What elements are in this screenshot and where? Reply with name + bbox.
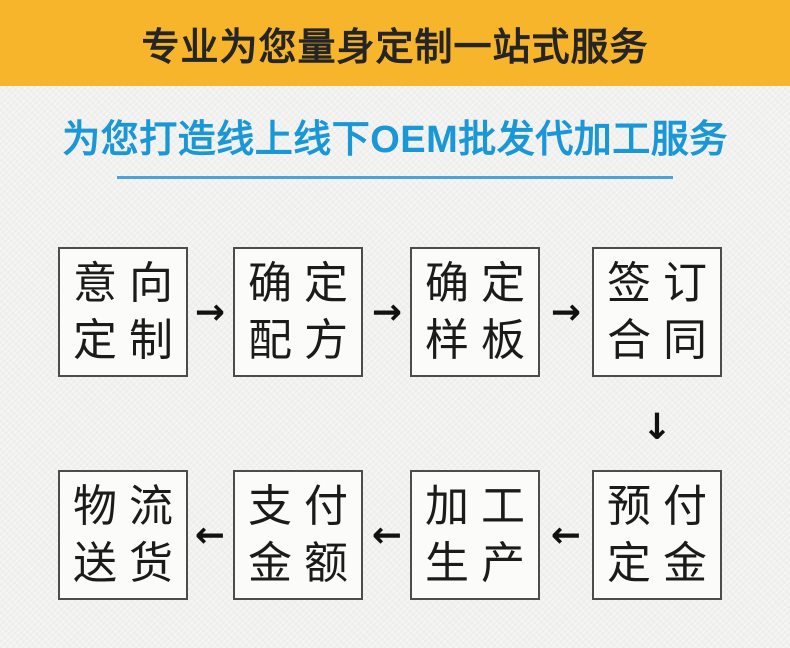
flow-step-label: 确定: [425, 259, 537, 308]
arrow-right-icon: →: [550, 292, 582, 333]
flow-step-sign-contract: 签订 合同: [592, 247, 722, 377]
flow-step-logistics-delivery: 物流 送货: [58, 470, 188, 600]
flow-step-confirm-formula: 确定 配方: [233, 247, 363, 377]
arrow-right-icon: →: [371, 292, 403, 333]
banner-title: 专业为您量身定制一站式服务: [141, 26, 649, 69]
flow-step-label: 确定: [248, 259, 360, 308]
flow-step-label: 送货: [73, 539, 185, 588]
arrow-left-icon: ←: [550, 515, 582, 556]
flow-step-intent-customization: 意向 定制: [58, 247, 188, 377]
flow-step-label: 物流: [73, 482, 185, 531]
flow-step-label: 定金: [607, 539, 719, 588]
arrow-down-icon: ↓: [641, 407, 673, 448]
flow-step-label: 合同: [607, 316, 719, 365]
flow-step-label: 配方: [248, 316, 360, 365]
subtitle-underline: [117, 176, 673, 179]
arrow-right-icon: →: [194, 292, 226, 333]
flow-step-pay-amount: 支付 金额: [233, 470, 363, 600]
flow-step-label: 意向: [73, 259, 185, 308]
arrow-left-icon: ←: [194, 515, 226, 556]
flow-step-label: 预付: [607, 482, 719, 531]
subtitle-text: 为您打造线上线下OEM批发代加工服务: [62, 119, 728, 161]
flow-step-label: 定制: [73, 316, 185, 365]
arrow-left-icon: ←: [371, 515, 403, 556]
flow-step-prepay-deposit: 预付 定金: [592, 470, 722, 600]
flow-step-label: 生产: [425, 539, 537, 588]
flow-step-processing-production: 加工 生产: [410, 470, 540, 600]
flow-step-label: 金额: [248, 539, 360, 588]
flow-step-label: 支付: [248, 482, 360, 531]
flow-step-label: 签订: [607, 259, 719, 308]
banner: 专业为您量身定制一站式服务: [0, 0, 790, 86]
flow-step-label: 样板: [425, 316, 537, 365]
subtitle-section: 为您打造线上线下OEM批发代加工服务: [0, 108, 790, 179]
flow-step-label: 加工: [425, 482, 537, 531]
flow-step-confirm-sample: 确定 样板: [410, 247, 540, 377]
